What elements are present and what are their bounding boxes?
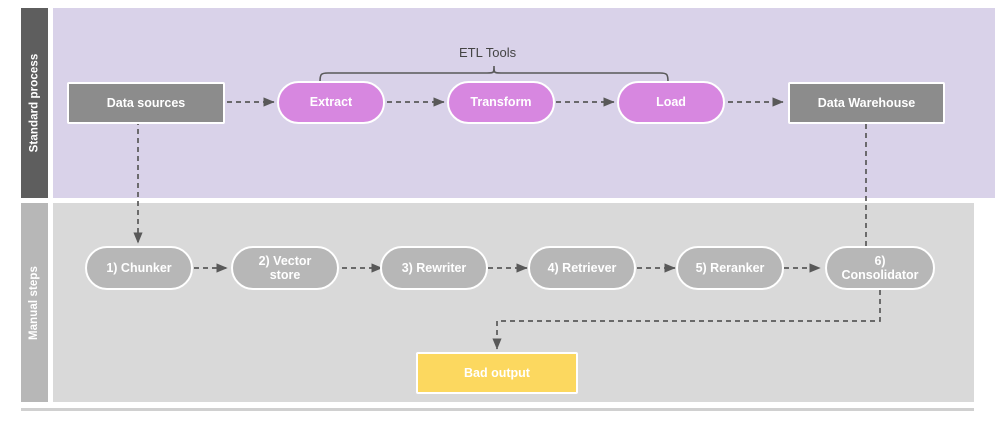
lane-label-standard-process: Standard process (28, 53, 41, 153)
lane-header-manual-steps: Manual steps (21, 203, 48, 402)
lane-header-standard-process: Standard process (21, 8, 48, 198)
node-retriever[interactable]: 4) Retriever (528, 246, 636, 290)
node-reranker[interactable]: 5) Reranker (676, 246, 784, 290)
node-data-warehouse[interactable]: Data Warehouse (788, 82, 945, 124)
node-transform[interactable]: Transform (447, 81, 555, 124)
node-label-reranker: 5) Reranker (695, 260, 765, 275)
node-label-data-warehouse: Data Warehouse (817, 95, 916, 110)
node-chunker[interactable]: 1) Chunker (85, 246, 193, 290)
node-label-rewriter: 3) Rewriter (401, 260, 467, 275)
node-label-chunker: 1) Chunker (106, 260, 172, 275)
node-data-sources[interactable]: Data sources (67, 82, 225, 124)
node-label-bad-output: Bad output (464, 365, 530, 380)
lane-label-manual-steps: Manual steps (28, 265, 41, 340)
node-consolidator[interactable]: 6)Consolidator (825, 246, 935, 290)
node-extract[interactable]: Extract (277, 81, 385, 124)
node-load[interactable]: Load (617, 81, 725, 124)
node-label-transform: Transform (470, 95, 532, 110)
node-label-data-sources: Data sources (106, 95, 186, 110)
etl-tools-label: ETL Tools (459, 45, 517, 60)
node-bad-output[interactable]: Bad output (416, 352, 578, 394)
node-label-retriever: 4) Retriever (547, 260, 617, 275)
bottom-divider-rule (21, 408, 974, 411)
node-label-consolidator: 6)Consolidator (841, 253, 919, 282)
node-label-extract: Extract (309, 95, 353, 110)
node-rewriter[interactable]: 3) Rewriter (380, 246, 488, 290)
node-label-load: Load (656, 95, 686, 110)
